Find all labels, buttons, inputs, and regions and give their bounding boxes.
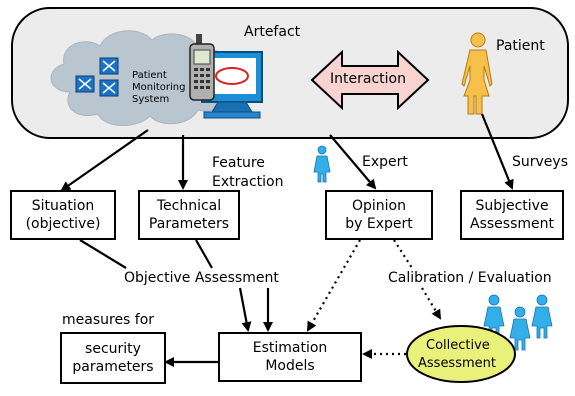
expert-person-icon: [313, 145, 331, 183]
box-line: by Expert: [345, 216, 413, 232]
dotted-arrows: [306, 239, 442, 359]
box-line: Models: [265, 358, 315, 374]
patient-label: Patient: [496, 38, 545, 54]
network-node-icon: [99, 79, 119, 97]
solid-arrows: [60, 113, 514, 367]
box-line: Situation: [31, 198, 95, 214]
security-parameters-box: security parameters: [60, 332, 166, 384]
box-line: Opinion: [352, 198, 406, 214]
box-line: parameters: [72, 359, 154, 375]
technical-parameters-box: Technical Parameters: [138, 190, 240, 240]
opinion-by-expert-box: Opinion by Expert: [325, 190, 433, 240]
box-line: Subjective: [475, 198, 549, 214]
expert-label: Expert: [362, 154, 408, 170]
collective-label: Assessment: [418, 356, 496, 371]
system-label-line: Patient: [132, 70, 167, 81]
box-line: Parameters: [148, 216, 230, 232]
patient-person-icon: [461, 32, 493, 115]
measures-for-label: measures for: [62, 312, 155, 328]
mobile-phone-icon: [189, 34, 215, 101]
situation-box: Situation (objective): [10, 190, 116, 240]
box-line: security: [85, 341, 141, 357]
surveys-label: Surveys: [512, 154, 568, 170]
system-label-line: System: [132, 94, 170, 105]
objective-assessment-label: Objective Assessment: [124, 270, 279, 286]
interaction-label: Interaction: [330, 71, 406, 87]
network-node-icon: [99, 57, 119, 75]
collective-label: Collective: [426, 338, 490, 353]
subjective-assessment-box: Subjective Assessment: [460, 190, 564, 240]
box-line: (objective): [25, 216, 101, 232]
collective-assessment-ellipse: [406, 325, 516, 383]
artefact-title: Artefact: [244, 24, 301, 40]
interaction-arrow: [310, 49, 430, 111]
box-line: Technical: [156, 198, 222, 214]
feature-extraction-label: Extraction: [212, 174, 284, 190]
system-label-line: Monitoring: [132, 82, 186, 93]
box-line: Assessment: [470, 216, 554, 232]
calibration-evaluation-label: Calibration / Evaluation: [388, 270, 552, 286]
box-line: Estimation: [252, 340, 328, 356]
estimation-models-box: Estimation Models: [218, 332, 362, 382]
network-node-icon: [75, 75, 95, 93]
feature-extraction-label: Feature: [212, 155, 265, 171]
